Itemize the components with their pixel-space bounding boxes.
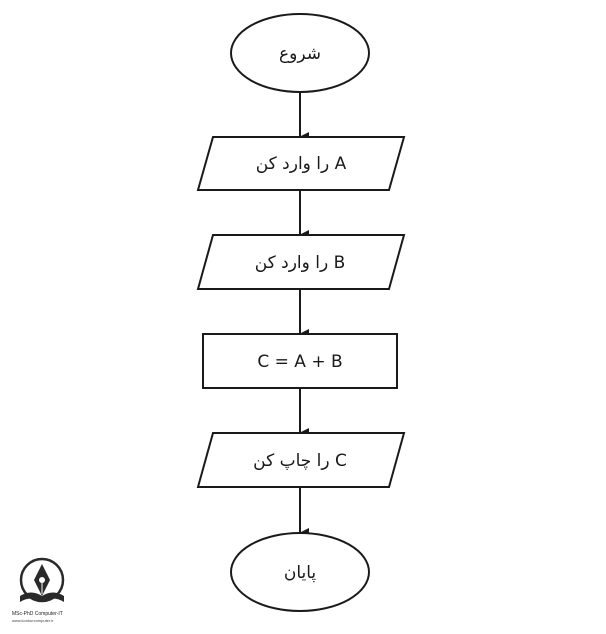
compute-node: C = A + B — [202, 333, 398, 389]
input-b-node: B را وارد کن — [196, 234, 406, 290]
end-node: پایان — [230, 532, 370, 612]
input-a-node: A را وارد کن — [196, 136, 406, 191]
print-c-parallelogram — [196, 432, 406, 488]
input-a-parallelogram — [196, 136, 406, 191]
compute-process-box — [202, 333, 398, 389]
print-c-label: C را چاپ کن — [253, 451, 347, 471]
start-node: شروع — [230, 13, 370, 93]
input-a-label: A را وارد کن — [256, 154, 347, 174]
start-label: شروع — [279, 44, 321, 64]
print-c-node: C را چاپ کن — [196, 432, 406, 488]
site-logo: MSc-PhD Computer-IT www.konkurcomputer.i… — [12, 556, 78, 626]
logo-url-text: www.konkurcomputer.ir — [12, 618, 54, 623]
pen-nib-emblem-icon — [19, 557, 65, 603]
logo-title-text: MSc-PhD Computer-IT — [12, 611, 63, 617]
input-b-parallelogram — [196, 234, 406, 290]
compute-label: C = A + B — [257, 352, 342, 372]
end-label: پایان — [284, 563, 317, 583]
end-terminal-shape — [230, 532, 370, 612]
start-terminal-shape — [230, 13, 370, 93]
input-b-label: B را وارد کن — [255, 253, 346, 273]
